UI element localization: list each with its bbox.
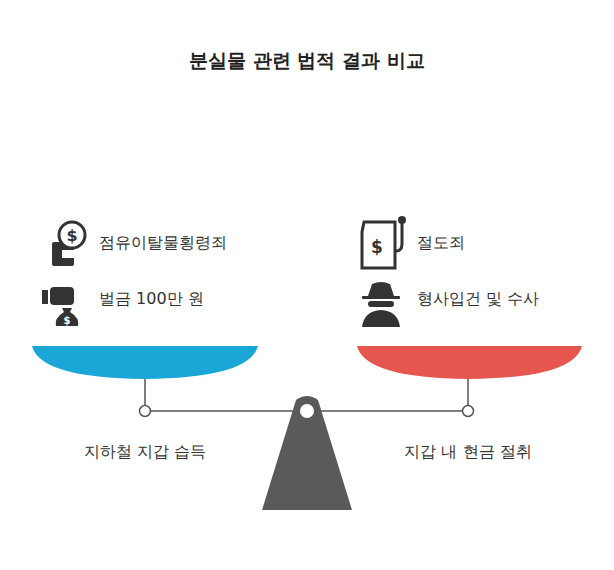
offense-label: 절도죄 [417, 233, 465, 253]
right-joint [463, 406, 474, 417]
case-label: 지갑 내 현금 절취 [404, 442, 531, 462]
spy-icon [362, 282, 400, 327]
svg-text:$: $ [371, 237, 383, 257]
wallet-icon: $ [52, 222, 85, 266]
pivot [299, 403, 315, 419]
penalty-label: 벌금 100만 원 [99, 289, 204, 309]
penalty-label: 형사입건 및 수사 [417, 289, 539, 309]
right-pan [357, 346, 582, 379]
left-hanger [144, 379, 146, 405]
case-label: 지하철 지갑 습득 [84, 442, 206, 462]
offense-label: 점유이탈물횡령죄 [99, 233, 227, 253]
money-bag-icon: $ [42, 287, 78, 326]
svg-text:$: $ [64, 315, 71, 326]
diagram-title: 분실물 관련 법적 결과 비교 [189, 48, 424, 72]
svg-text:$: $ [66, 226, 77, 245]
document-icon: $ [362, 216, 406, 268]
fulcrum [262, 396, 352, 510]
left-pan [32, 346, 258, 379]
left-joint [140, 406, 151, 417]
right-hanger [467, 379, 469, 405]
